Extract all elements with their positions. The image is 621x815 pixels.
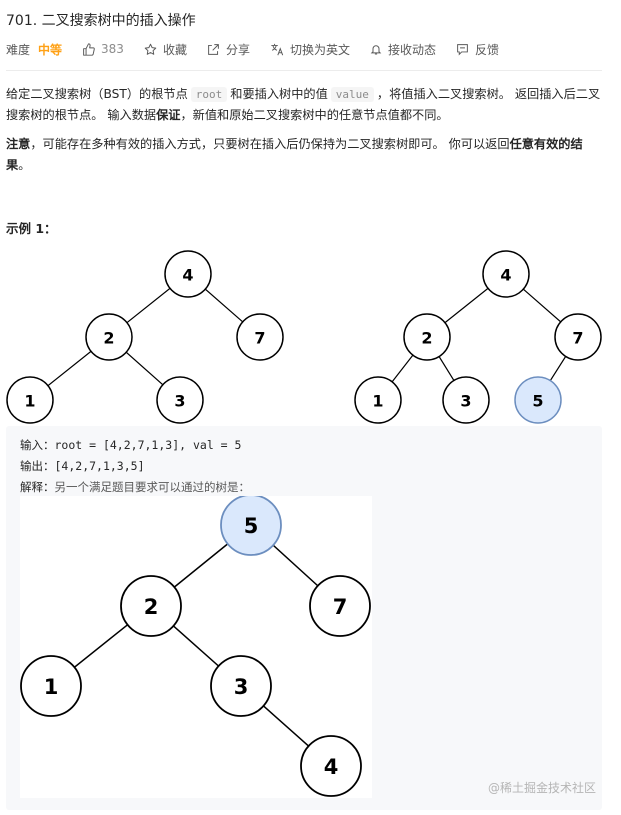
tree-node-label: 5 bbox=[244, 514, 259, 538]
tree-node-label: 1 bbox=[24, 392, 35, 411]
tree-node bbox=[6, 376, 54, 424]
tree-diagram-inserted: 4 2 7 1 3 5 bbox=[354, 250, 602, 424]
tree-node-label: 5 bbox=[532, 392, 543, 411]
notify-button[interactable]: 接收动态 bbox=[370, 41, 436, 58]
tree-node bbox=[309, 575, 371, 637]
tree-node bbox=[156, 376, 204, 424]
tree-node bbox=[85, 313, 133, 361]
problem-meta-bar: 难度 中等 383 收藏 分享 切换为英文 接收动态 反馈 bbox=[6, 39, 519, 59]
tree-node bbox=[300, 735, 362, 797]
tree-node-label: 3 bbox=[174, 392, 185, 411]
example-title: 示例 1： bbox=[6, 221, 57, 236]
bell-icon bbox=[370, 44, 382, 54]
tree-node bbox=[354, 376, 402, 424]
desc-text: ，可能存在多种有效的插入方式，只要树在插入后仍保持为二叉搜索树即可。 你可以返回 bbox=[30, 137, 510, 151]
star-icon bbox=[144, 43, 157, 55]
tree-node bbox=[20, 655, 82, 717]
tree-node-label: 1 bbox=[44, 675, 59, 699]
desc-text: 和要插入树中的值 bbox=[230, 87, 328, 101]
desc-bold: 保证 bbox=[156, 108, 181, 122]
share-button[interactable]: 分享 bbox=[207, 41, 250, 58]
tree-node-label: 3 bbox=[234, 675, 249, 699]
header-divider bbox=[6, 70, 602, 71]
problem-title: 701. 二叉搜索树中的插入操作 bbox=[6, 13, 196, 29]
feedback-label: 反馈 bbox=[475, 42, 500, 57]
like-count: 383 bbox=[101, 42, 124, 56]
tree-node-label: 4 bbox=[500, 266, 511, 285]
explanation-line: 解释：另一个满足题目要求可以通过的树是： bbox=[20, 479, 250, 495]
tree-node-label: 2 bbox=[421, 329, 432, 348]
tree-node bbox=[554, 313, 602, 361]
description-paragraph-2: 注意，可能存在多种有效的插入方式，只要树在插入后仍保持为二叉搜索树即可。 你可以… bbox=[6, 134, 601, 176]
alternative-tree-image: 5 2 7 1 3 4 bbox=[20, 494, 372, 798]
feedback-icon bbox=[457, 43, 468, 56]
output-line: 输出：[4,2,7,1,3,5] bbox=[20, 458, 145, 474]
code-root: root bbox=[190, 87, 228, 102]
desc-text: ，将值插入二叉搜索树。 返回插入后二叉搜索树的根节点。 输入数据 bbox=[6, 87, 601, 122]
watermark: @稀土掘金技术社区 bbox=[487, 781, 596, 795]
tree-node-label: 4 bbox=[182, 266, 193, 285]
favorite-button[interactable]: 收藏 bbox=[144, 41, 187, 58]
input-label: 输入： bbox=[20, 438, 55, 452]
output-value: [4,2,7,1,3,5] bbox=[54, 459, 145, 473]
tree-node bbox=[164, 250, 212, 298]
tree-node bbox=[403, 313, 451, 361]
difficulty-badge: 中等 bbox=[38, 42, 63, 57]
switch-language-button[interactable]: 切换为英文 bbox=[270, 41, 350, 58]
tree-diagram-original: 4 2 7 1 3 bbox=[6, 250, 284, 424]
tree-node-label: 4 bbox=[324, 755, 339, 779]
notify-label: 接收动态 bbox=[387, 42, 436, 57]
tree-node bbox=[120, 575, 182, 637]
desc-bold: 任意有效的结果 bbox=[6, 137, 583, 172]
desc-text: 给定二叉搜索树（BST）的根节点 bbox=[6, 87, 188, 101]
tree-node bbox=[442, 376, 490, 424]
explanation-label: 解释： bbox=[20, 480, 55, 494]
tree-node-label: 7 bbox=[254, 329, 265, 348]
example-code-block: 输入：root = [4,2,7,1,3], val = 5 输出：[4,2,7… bbox=[6, 426, 602, 810]
input-line: 输入：root = [4,2,7,1,3], val = 5 bbox=[20, 437, 241, 453]
tree-node bbox=[210, 655, 272, 717]
thumbs-up-icon bbox=[83, 42, 95, 56]
share-label: 分享 bbox=[225, 42, 250, 57]
code-value: value bbox=[330, 87, 374, 102]
tree-node-label: 3 bbox=[460, 392, 471, 411]
tree-node bbox=[236, 313, 284, 361]
tree-node-highlighted bbox=[514, 376, 562, 424]
output-label: 输出： bbox=[20, 459, 55, 473]
desc-text: ，新值和原始二叉搜索树中的任意节点值都不同。 bbox=[180, 108, 449, 122]
translate-icon bbox=[271, 43, 284, 55]
tree-node-label: 7 bbox=[572, 329, 583, 348]
tree-diagram-alternative: 5 2 7 1 3 4 bbox=[20, 494, 371, 797]
explanation-text: 另一个满足题目要求可以通过的树是： bbox=[54, 480, 251, 494]
tree-node-label: 2 bbox=[144, 595, 159, 619]
favorite-label: 收藏 bbox=[162, 42, 187, 57]
switch-language-label: 切换为英文 bbox=[289, 42, 350, 57]
tree-node-label: 7 bbox=[333, 595, 348, 619]
difficulty-label: 难度 bbox=[6, 42, 31, 57]
tree-node-label: 1 bbox=[372, 392, 383, 411]
share-icon bbox=[208, 43, 219, 55]
tree-node-label: 2 bbox=[103, 329, 114, 348]
note-bold: 注意 bbox=[6, 137, 31, 151]
feedback-button[interactable]: 反馈 bbox=[456, 41, 499, 58]
desc-text: 。 bbox=[18, 158, 31, 172]
tree-node bbox=[482, 250, 530, 298]
like-button[interactable]: 383 bbox=[82, 42, 124, 56]
input-value: root = [4,2,7,1,3], val = 5 bbox=[54, 438, 242, 452]
